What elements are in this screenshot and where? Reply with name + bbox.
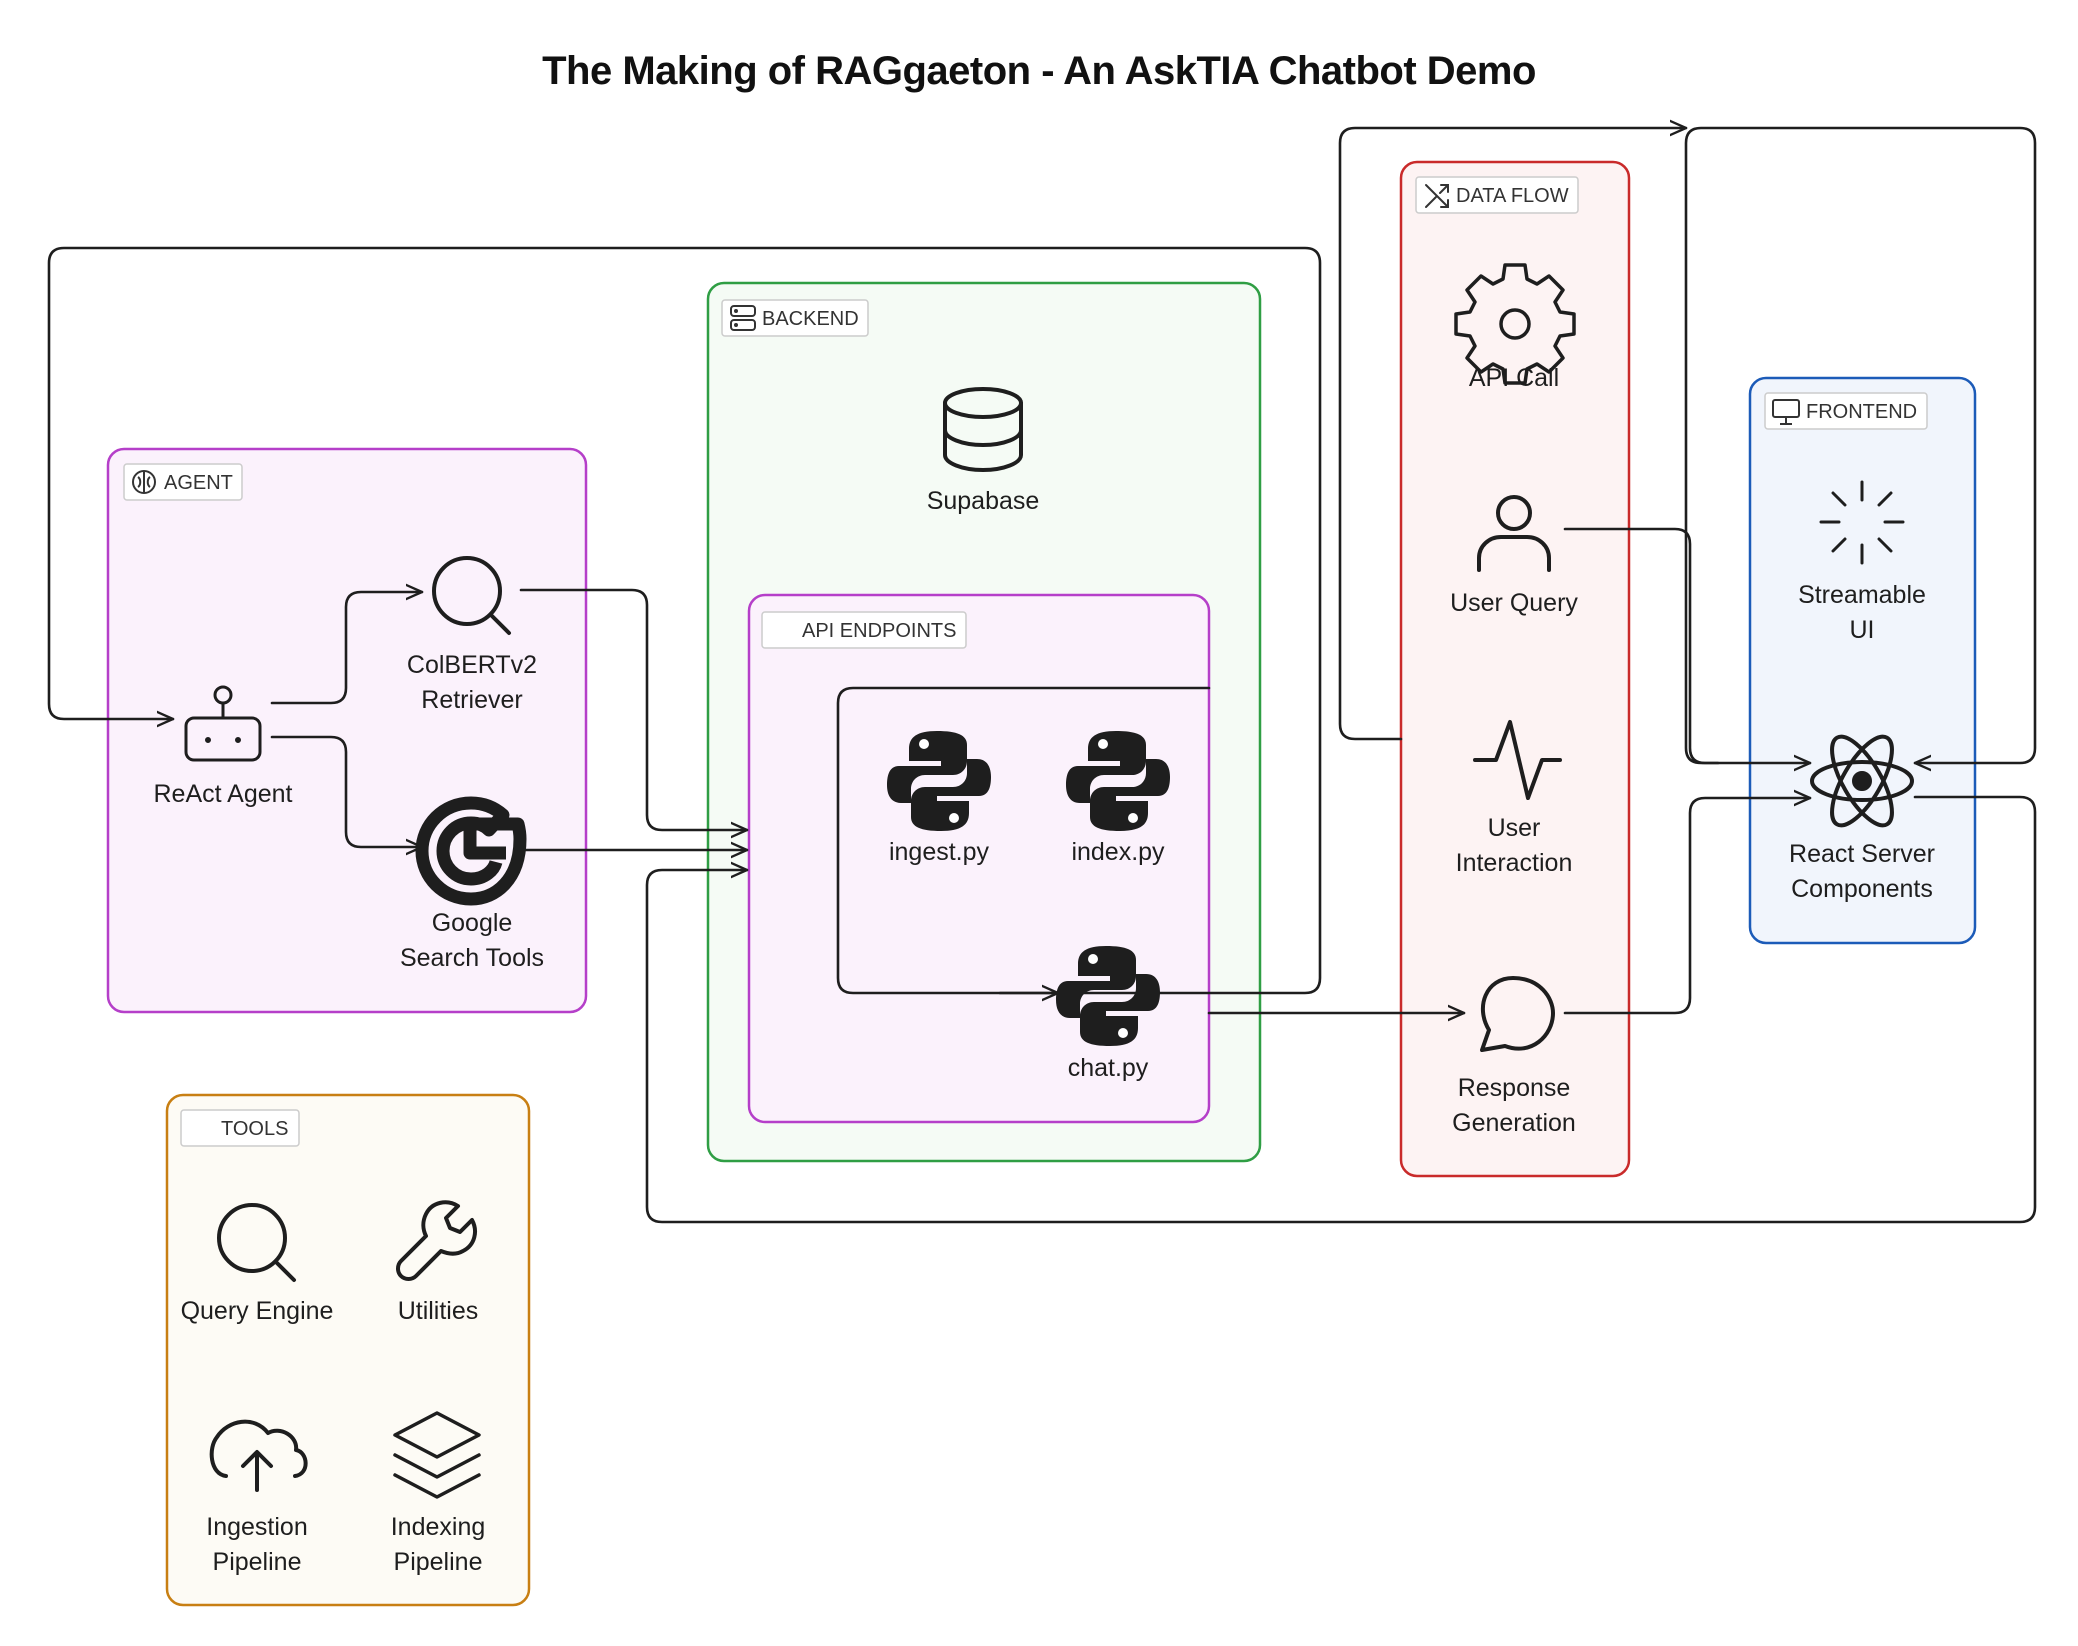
endpoints-group — [747, 593, 1211, 1124]
endpoints-tag: API ENDPOINTS — [761, 611, 967, 649]
loader-icon — [1819, 480, 1905, 565]
response-generation-label-2: Generation — [1452, 1109, 1576, 1137]
streamable-ui-label-2: UI — [1850, 616, 1875, 644]
diagram-title: The Making of RAGgaeton - An AskTIA Chat… — [542, 49, 1536, 93]
edge-colbert-to-endpoints — [519, 588, 749, 830]
tools-tag-label: TOOLS — [221, 1118, 288, 1140]
google-icon — [415, 796, 527, 906]
user-query-label: User Query — [1450, 589, 1578, 617]
agent-tag: AGENT — [123, 463, 243, 501]
edge-agent-to-colbert — [270, 592, 424, 705]
dataflow-tag: DATA FLOW — [1415, 176, 1579, 214]
chat-label: chat.py — [1068, 1054, 1149, 1082]
edge-response-to-rsc — [1563, 798, 1812, 1015]
connectors — [47, 126, 2037, 1224]
agent-group — [106, 447, 588, 1014]
streamable-ui-label-1: Streamable — [1798, 581, 1926, 609]
edge-userquery-to-rsc — [1563, 527, 1812, 763]
node-ingestion-pipeline[interactable]: Ingestion Pipeline — [206, 1419, 308, 1576]
node-index[interactable]: index.py — [1066, 731, 1170, 866]
brain-icon — [132, 470, 156, 494]
node-react-server-components[interactable]: React Server Components — [1789, 728, 1935, 903]
node-utilities[interactable]: Utilities — [396, 1200, 479, 1325]
user-interaction-label-1: User — [1488, 814, 1541, 842]
utilities-label: Utilities — [398, 1297, 479, 1325]
layers-icon — [393, 1411, 481, 1499]
ingest-label: ingest.py — [889, 838, 990, 866]
supabase-label: Supabase — [927, 487, 1040, 515]
edge-rsc-to-endpoints — [645, 795, 2037, 1224]
node-google[interactable]: Google Search Tools — [400, 796, 544, 972]
node-ingest[interactable]: ingest.py — [887, 731, 991, 866]
activity-icon — [1473, 720, 1562, 800]
response-generation-label-1: Response — [1458, 1074, 1571, 1102]
message-icon — [1480, 976, 1555, 1052]
edge-chat-to-agent-loop — [47, 246, 1322, 995]
node-user-interaction[interactable]: User Interaction — [1456, 720, 1573, 877]
server-icon — [730, 305, 756, 331]
agent-tag-label: AGENT — [164, 472, 233, 494]
index-label: index.py — [1071, 838, 1165, 866]
search-icon — [432, 556, 511, 635]
tools-tag: TOOLS — [180, 1109, 300, 1147]
react-agent-label: ReAct Agent — [154, 780, 293, 808]
edge-apicall-to-interaction — [1684, 126, 2037, 763]
indexing-pipeline-label-2: Pipeline — [394, 1548, 483, 1576]
backend-tag-label: BACKEND — [762, 308, 859, 330]
node-response-generation[interactable]: Response Generation — [1452, 976, 1576, 1137]
monitor-icon — [1772, 399, 1800, 425]
search-icon — [217, 1203, 296, 1282]
react-icon — [1810, 734, 1914, 828]
dataflow-tag-label: DATA FLOW — [1456, 185, 1569, 207]
colbert-label-2: Retriever — [421, 686, 522, 714]
database-icon — [943, 387, 1023, 472]
google-label-2: Search Tools — [400, 944, 544, 972]
shuffle-icon — [1425, 184, 1449, 208]
node-supabase[interactable]: Supabase — [927, 387, 1040, 515]
node-query-engine[interactable]: Query Engine — [181, 1203, 334, 1325]
frontend-tag-label: FRONTEND — [1806, 401, 1917, 423]
query-engine-label: Query Engine — [181, 1297, 334, 1325]
wrench-icon — [396, 1200, 477, 1281]
edge-endpoints-inner-to-chat — [836, 686, 1211, 993]
ingestion-pipeline-label-1: Ingestion — [206, 1513, 307, 1541]
node-user-query[interactable]: User Query — [1450, 495, 1578, 617]
user-interaction-label-2: Interaction — [1456, 849, 1573, 877]
node-chat[interactable]: chat.py — [1056, 946, 1160, 1082]
backend-tag: BACKEND — [721, 299, 869, 337]
node-colbert[interactable]: ColBERTv2 Retriever — [407, 556, 537, 714]
frontend-tag: FRONTEND — [1764, 392, 1928, 430]
rsc-label-1: React Server — [1789, 840, 1935, 868]
node-streamable-ui[interactable]: Streamable UI — [1798, 480, 1926, 644]
node-react-agent[interactable]: ReAct Agent — [154, 685, 293, 808]
robot-icon — [184, 685, 262, 762]
endpoints-tag-label: API ENDPOINTS — [802, 620, 956, 642]
indexing-pipeline-label-1: Indexing — [391, 1513, 486, 1541]
edge-agent-to-google — [270, 735, 424, 847]
dataflow-group — [1399, 160, 1631, 1178]
rsc-label-2: Components — [1791, 875, 1933, 903]
node-api-call[interactable]: API Call — [1454, 263, 1576, 392]
gear-icon — [1454, 263, 1576, 385]
ingestion-pipeline-label-2: Pipeline — [213, 1548, 302, 1576]
node-indexing-pipeline[interactable]: Indexing Pipeline — [391, 1411, 486, 1576]
edge-apicall-loop-to-interaction — [1338, 128, 1688, 741]
colbert-label-1: ColBERTv2 — [407, 651, 537, 679]
cloud-upload-icon — [209, 1419, 308, 1492]
google-label-1: Google — [432, 909, 513, 937]
api-call-label: API Call — [1469, 364, 1559, 392]
user-icon — [1477, 495, 1551, 572]
